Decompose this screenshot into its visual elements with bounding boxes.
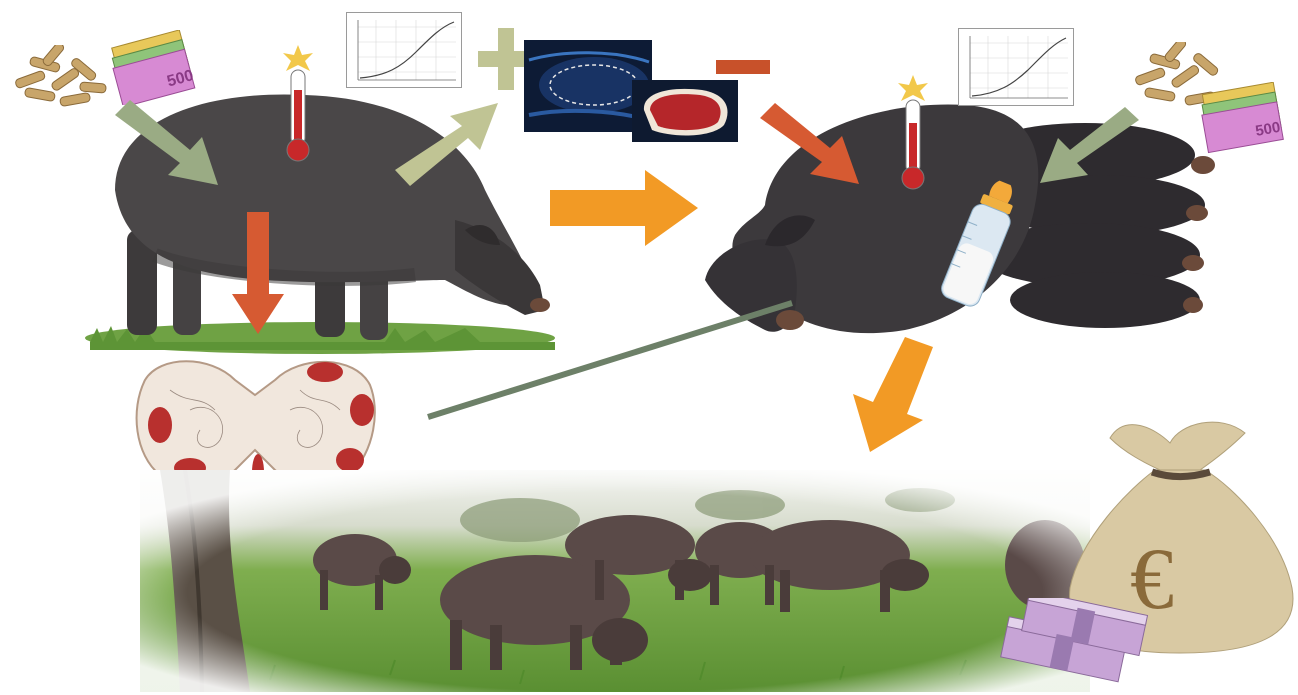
pasture-scene bbox=[140, 470, 1090, 692]
growth-chart-icon bbox=[958, 28, 1074, 106]
pigs-grazing-in-pasture bbox=[140, 470, 1090, 692]
feed-to-lactating-sow-arrow bbox=[1035, 105, 1145, 187]
plus-symbol-text: + bbox=[498, 36, 499, 37]
progression-arrow bbox=[550, 170, 698, 246]
sow-to-growth-arrow bbox=[390, 98, 502, 188]
sow-placenta-connector bbox=[420, 295, 800, 425]
baby-bottle-icon bbox=[930, 178, 1030, 313]
sow-to-placenta-arrow bbox=[232, 212, 284, 334]
sow-to-pasture-arrow bbox=[845, 332, 940, 454]
feed-pellets-icon bbox=[10, 45, 110, 115]
euro-banknotes-icon: 500 bbox=[1195, 82, 1291, 154]
minus-sign-icon bbox=[716, 60, 770, 74]
euro-banknotes-icon: 500 bbox=[108, 30, 198, 105]
feed-to-sow-arrow bbox=[110, 95, 225, 190]
thermometer-icon bbox=[280, 45, 316, 165]
minus-symbol-text: − bbox=[735, 60, 736, 61]
growth-chart-icon bbox=[346, 12, 462, 88]
loin-to-sow-arrow bbox=[755, 100, 863, 188]
banknote-stack-icon bbox=[995, 598, 1155, 690]
thermometer-icon bbox=[895, 75, 931, 193]
